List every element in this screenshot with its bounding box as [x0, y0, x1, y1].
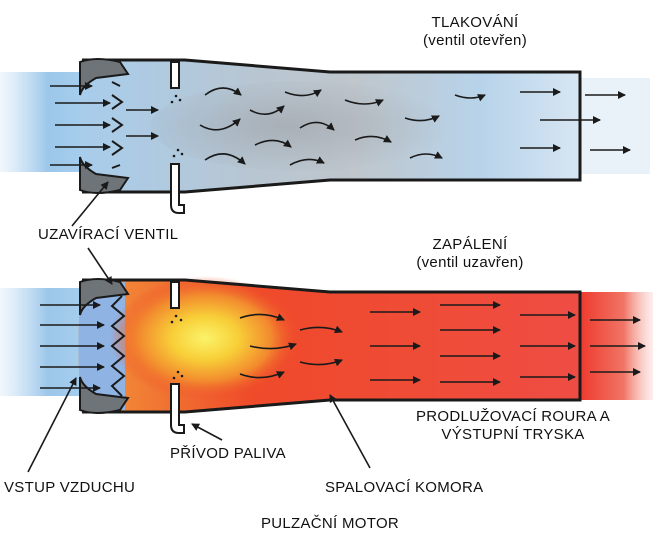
top-state-subtitle: (ventil otevřen) [380, 32, 570, 50]
extension-label-line1: PRODLUŽOVACÍ ROURA A [388, 408, 638, 426]
bottom-state-label: ZAPÁLENÍ (ventil uzavřen) [375, 236, 565, 272]
diagram-caption: PULZAČNÍ MOTOR [200, 515, 460, 533]
bottom-fireball [110, 276, 300, 400]
top-fuel-pipe-upper [171, 62, 179, 88]
bottom-state-title: ZAPÁLENÍ [375, 236, 565, 254]
bottom-fuel-pipe-upper [171, 282, 179, 308]
chamber-label: SPALOVACÍ KOMORA [325, 479, 483, 497]
top-state-title: TLAKOVÁNÍ [380, 14, 570, 32]
fuel-label: PŘÍVOD PALIVA [170, 445, 286, 463]
chamber-leader [330, 395, 370, 468]
extension-label-line2: VÝSTUPNÍ TRYSKA [388, 426, 638, 444]
intake-label: VSTUP VZDUCHU [4, 479, 135, 497]
top-smoke [150, 81, 450, 171]
valve-label: UZAVÍRACÍ VENTIL [38, 226, 178, 244]
top-exhaust-haze [580, 78, 650, 174]
top-state-label: TLAKOVÁNÍ (ventil otevřen) [380, 14, 570, 50]
extension-label: PRODLUŽOVACÍ ROURA A VÝSTUPNÍ TRYSKA [388, 408, 638, 444]
top-engine [0, 59, 650, 213]
fuel-leader [192, 424, 222, 440]
bottom-state-subtitle: (ventil uzavřen) [375, 254, 565, 272]
